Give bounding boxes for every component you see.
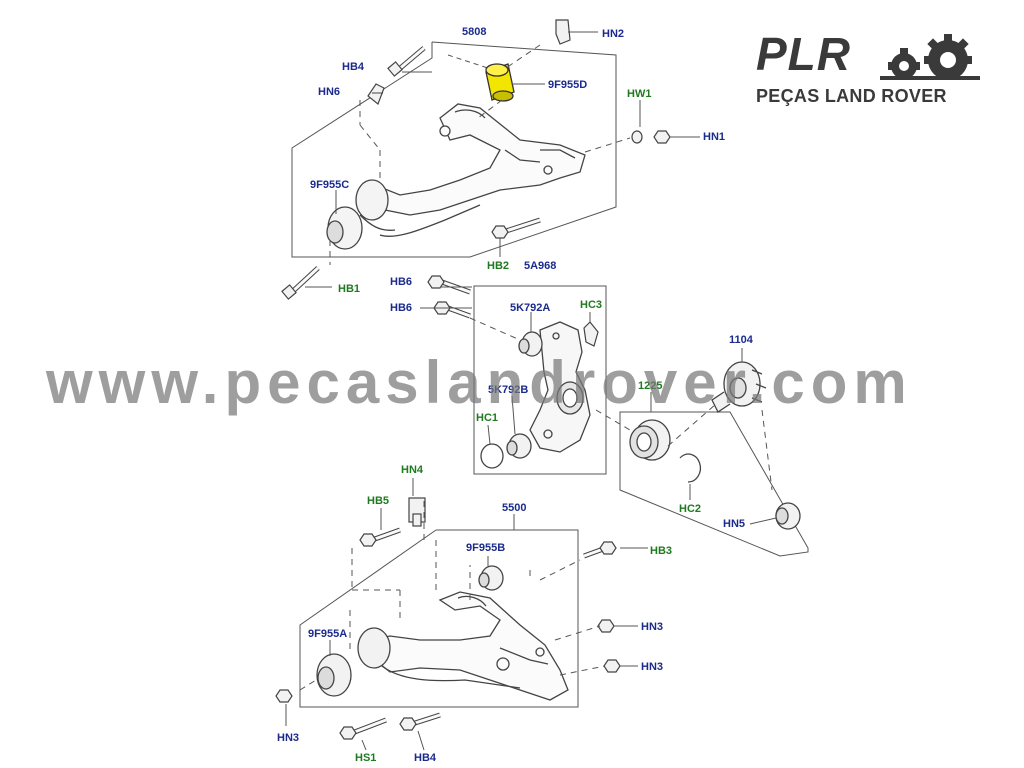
label-9f955a: 9F955A — [308, 628, 348, 640]
bushing-9f955d-highlighted — [485, 63, 515, 102]
circlip-hc1 — [480, 443, 504, 469]
circlip-hc2 — [679, 453, 702, 483]
bushing-9f955a — [316, 627, 391, 697]
label-hb5: HB5 — [367, 495, 390, 507]
label-hb4-top: HB4 — [342, 61, 365, 73]
lower-control-arm-5500 — [371, 591, 569, 701]
label-hn3-a: HN3 — [641, 621, 664, 633]
label-hb3: HB3 — [650, 545, 673, 557]
nut-hn1 — [653, 130, 671, 144]
label-hn6: HN6 — [318, 86, 341, 98]
label-hb6-a: HB6 — [390, 276, 413, 288]
knuckle-assembly-frame — [473, 285, 607, 475]
nut-hn5 — [775, 502, 801, 530]
bolt-hb5 — [359, 527, 401, 547]
label-5808: 5808 — [462, 26, 487, 38]
bushing-5k792b — [506, 433, 532, 459]
sensor-hn4 — [408, 497, 426, 527]
label-5k792b: 5K792B — [488, 384, 529, 396]
label-5a968: 5A968 — [524, 260, 557, 272]
nut-hn3-right-lower — [603, 659, 621, 673]
label-hn3-b: HN3 — [641, 661, 664, 673]
bolt-hb3 — [583, 541, 617, 559]
knuckle-5a968 — [529, 321, 591, 453]
bolt-hb6-lower — [433, 301, 471, 319]
nut-hn3-left — [275, 689, 293, 703]
label-hb4-bottom: HB4 — [414, 752, 437, 764]
upper-control-arm — [359, 103, 586, 237]
logo-subtitle: PEÇAS LAND ROVER — [756, 86, 947, 106]
bushing-9f955c — [326, 179, 389, 250]
logo-brand: PLR — [756, 28, 851, 80]
gear-icon — [880, 34, 980, 80]
bolt-hb2 — [491, 217, 541, 239]
label-hb1: HB1 — [338, 283, 361, 295]
bolt-hs1 — [339, 717, 387, 740]
bushing-5k792a — [518, 331, 543, 357]
clip-hn6 — [367, 83, 385, 105]
label-1104: 1104 — [729, 334, 753, 346]
label-hw1: HW1 — [627, 88, 652, 100]
label-hs1: HS1 — [355, 752, 377, 764]
nut-hn3-right-upper — [597, 619, 615, 633]
lower-arm-assembly-frame — [299, 529, 579, 708]
bolt-hb4-bottom — [399, 712, 441, 731]
bolt-hb6-upper — [427, 275, 471, 295]
bearing-frame — [619, 411, 809, 557]
bushing-9f955b — [478, 565, 504, 591]
label-9f955c: 9F955C — [310, 179, 350, 191]
bolt-hb1 — [281, 266, 320, 300]
watermark-url: www.pecaslandrover.com — [46, 349, 913, 416]
label-hn5: HN5 — [723, 518, 746, 530]
label-hb6-b: HB6 — [390, 302, 413, 314]
clip-hc3 — [583, 321, 599, 347]
label-hn2: HN2 — [602, 28, 625, 40]
label-hc1: HC1 — [476, 412, 499, 424]
label-hn4: HN4 — [401, 464, 424, 476]
label-hc2: HC2 — [679, 503, 702, 515]
bearing-1225 — [629, 419, 671, 461]
label-9f955d: 9F955D — [548, 79, 588, 91]
washer-hw1 — [631, 130, 643, 144]
label-hn1: HN1 — [703, 131, 726, 143]
label-9f955b: 9F955B — [466, 542, 506, 554]
label-5500: 5500 — [502, 502, 527, 514]
label-5k792a: 5K792A — [510, 302, 551, 314]
label-hn3-c: HN3 — [277, 732, 300, 744]
label-hb2: HB2 — [487, 260, 510, 272]
hub-1104 — [711, 361, 767, 413]
label-1225: 1225 — [638, 380, 663, 392]
bolt-hb4-top — [387, 46, 426, 77]
label-hc3: HC3 — [580, 299, 603, 311]
clip-hn2 — [555, 19, 571, 45]
